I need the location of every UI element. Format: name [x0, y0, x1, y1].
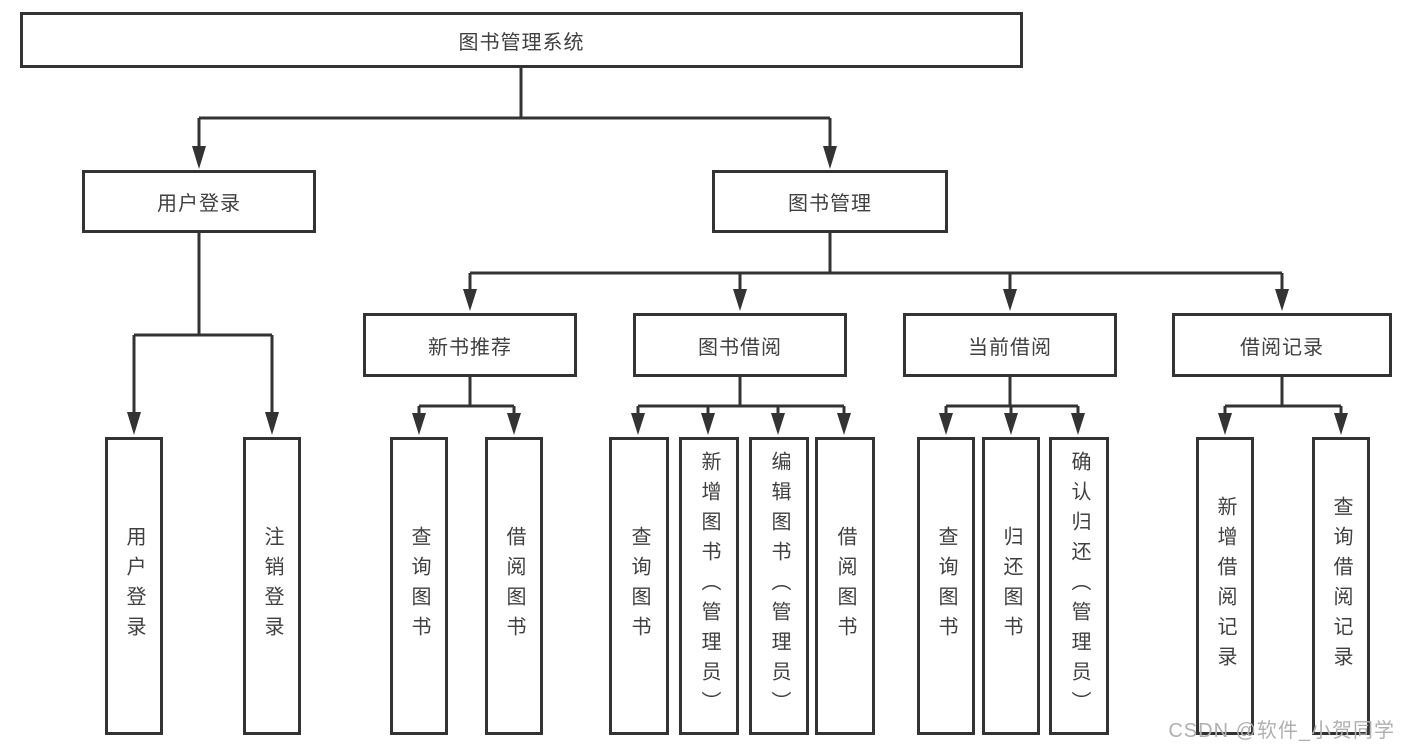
leaf-borrow-borrow: 借阅图书 [815, 437, 875, 735]
node-current-borrow-label: 当前借阅 [968, 336, 1052, 359]
node-borrow-record-label: 借阅记录 [1240, 336, 1324, 359]
leaf-newbook-query-label: 查询图书 [408, 526, 430, 646]
node-borrow-record: 借阅记录 [1172, 313, 1392, 377]
leaf-current-confirm: 确认归还（管理员） [1049, 437, 1109, 735]
leaf-borrow-edit-label: 编辑图书（管理员） [768, 451, 790, 721]
leaf-user-login-label: 用户登录 [123, 526, 145, 646]
node-book-borrow: 图书借阅 [633, 313, 847, 377]
leaf-logout-label: 注销登录 [261, 526, 283, 646]
leaf-user-login: 用户登录 [105, 437, 163, 735]
leaf-newbook-borrow-label: 借阅图书 [503, 526, 525, 646]
leaf-borrow-add: 新增图书（管理员） [679, 437, 739, 735]
node-current-borrow: 当前借阅 [903, 313, 1117, 377]
leaf-current-return: 归还图书 [982, 437, 1040, 735]
leaf-borrow-edit: 编辑图书（管理员） [749, 437, 809, 735]
leaf-current-return-label: 归还图书 [1000, 526, 1022, 646]
leaf-newbook-query: 查询图书 [390, 437, 448, 735]
csdn-watermark: CSDN @软件_小贺同学 [1168, 720, 1395, 742]
node-root: 图书管理系统 [20, 12, 1023, 68]
node-book-mgmt-label: 图书管理 [788, 193, 872, 215]
node-user-login: 用户登录 [82, 170, 316, 233]
leaf-borrow-query-label: 查询图书 [628, 526, 650, 646]
connector-new-book-to-leaves [412, 377, 521, 435]
leaf-current-query-label: 查询图书 [935, 526, 957, 646]
connector-borrow-record-to-leaves [1218, 377, 1348, 435]
leaf-current-confirm-label: 确认归还（管理员） [1068, 451, 1090, 721]
leaf-borrow-borrow-label: 借阅图书 [834, 526, 856, 646]
leaf-record-query-label: 查询借阅记录 [1330, 496, 1352, 676]
leaf-current-query: 查询图书 [917, 437, 975, 735]
node-new-book-rec-label: 新书推荐 [428, 336, 512, 359]
node-root-label: 图书管理系统 [458, 31, 585, 54]
leaf-record-add-label: 新增借阅记录 [1214, 496, 1236, 676]
leaf-newbook-borrow: 借阅图书 [485, 437, 543, 735]
node-new-book-rec: 新书推荐 [363, 313, 577, 377]
connector-book-borrow-to-leaves [631, 377, 851, 435]
leaf-borrow-query: 查询图书 [609, 437, 669, 735]
node-user-login-label: 用户登录 [157, 193, 241, 215]
node-book-borrow-label: 图书借阅 [698, 336, 782, 359]
connector-user-login-to-leaves [127, 233, 279, 435]
leaf-record-query: 查询借阅记录 [1312, 437, 1370, 735]
leaf-logout: 注销登录 [243, 437, 301, 735]
node-book-mgmt: 图书管理 [712, 170, 948, 233]
connector-current-borrow-to-leaves [939, 377, 1085, 435]
connector-book-mgmt-to-level3 [463, 233, 1289, 311]
connector-root-to-level2 [192, 68, 837, 169]
leaf-borrow-add-label: 新增图书（管理员） [698, 451, 720, 721]
leaf-record-add: 新增借阅记录 [1196, 437, 1254, 735]
